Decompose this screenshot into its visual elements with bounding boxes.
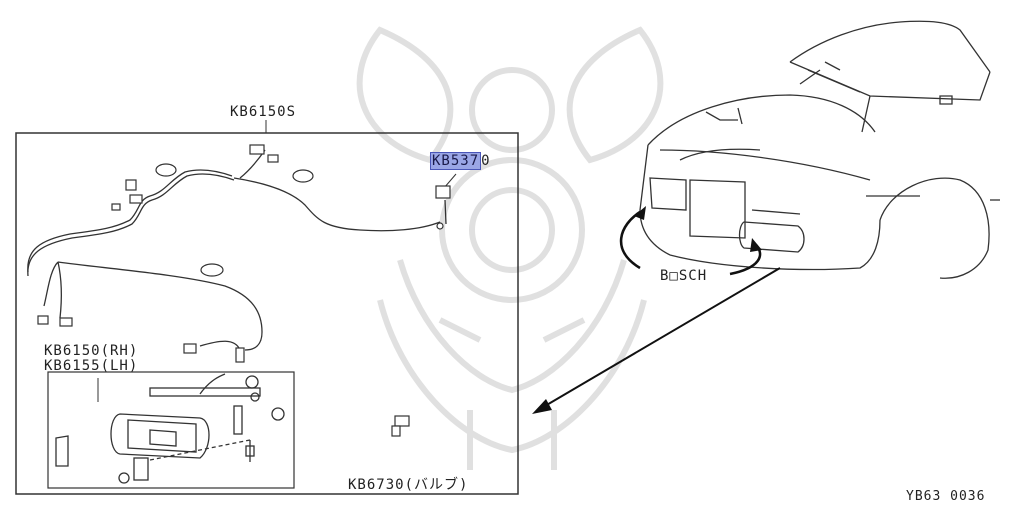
watermark-crest <box>356 26 664 470</box>
harness-connectors <box>37 144 451 437</box>
highlighted-part-number[interactable]: KB537 <box>430 152 482 170</box>
highlighted-part-suffix: 0 <box>481 153 491 169</box>
lamp-lh-label: KB6155(LH) <box>44 358 139 374</box>
lamp-rh-label: KB6150(RH) <box>44 343 139 359</box>
lamp-subframe <box>47 371 295 489</box>
wiring-harness <box>27 149 447 351</box>
harness-label: KB6150S <box>230 104 297 120</box>
bosch-label: B□SCH <box>660 268 708 284</box>
car-front-outline <box>639 20 1000 279</box>
callout-arrow <box>532 267 781 414</box>
bosch-arrowheads <box>634 206 762 252</box>
parts-frame <box>15 132 519 495</box>
fog-lamp-assembly <box>55 373 285 484</box>
figure-code: YB63 0036 <box>906 489 986 504</box>
bulb-label: KB6730(バルブ) <box>348 477 469 493</box>
